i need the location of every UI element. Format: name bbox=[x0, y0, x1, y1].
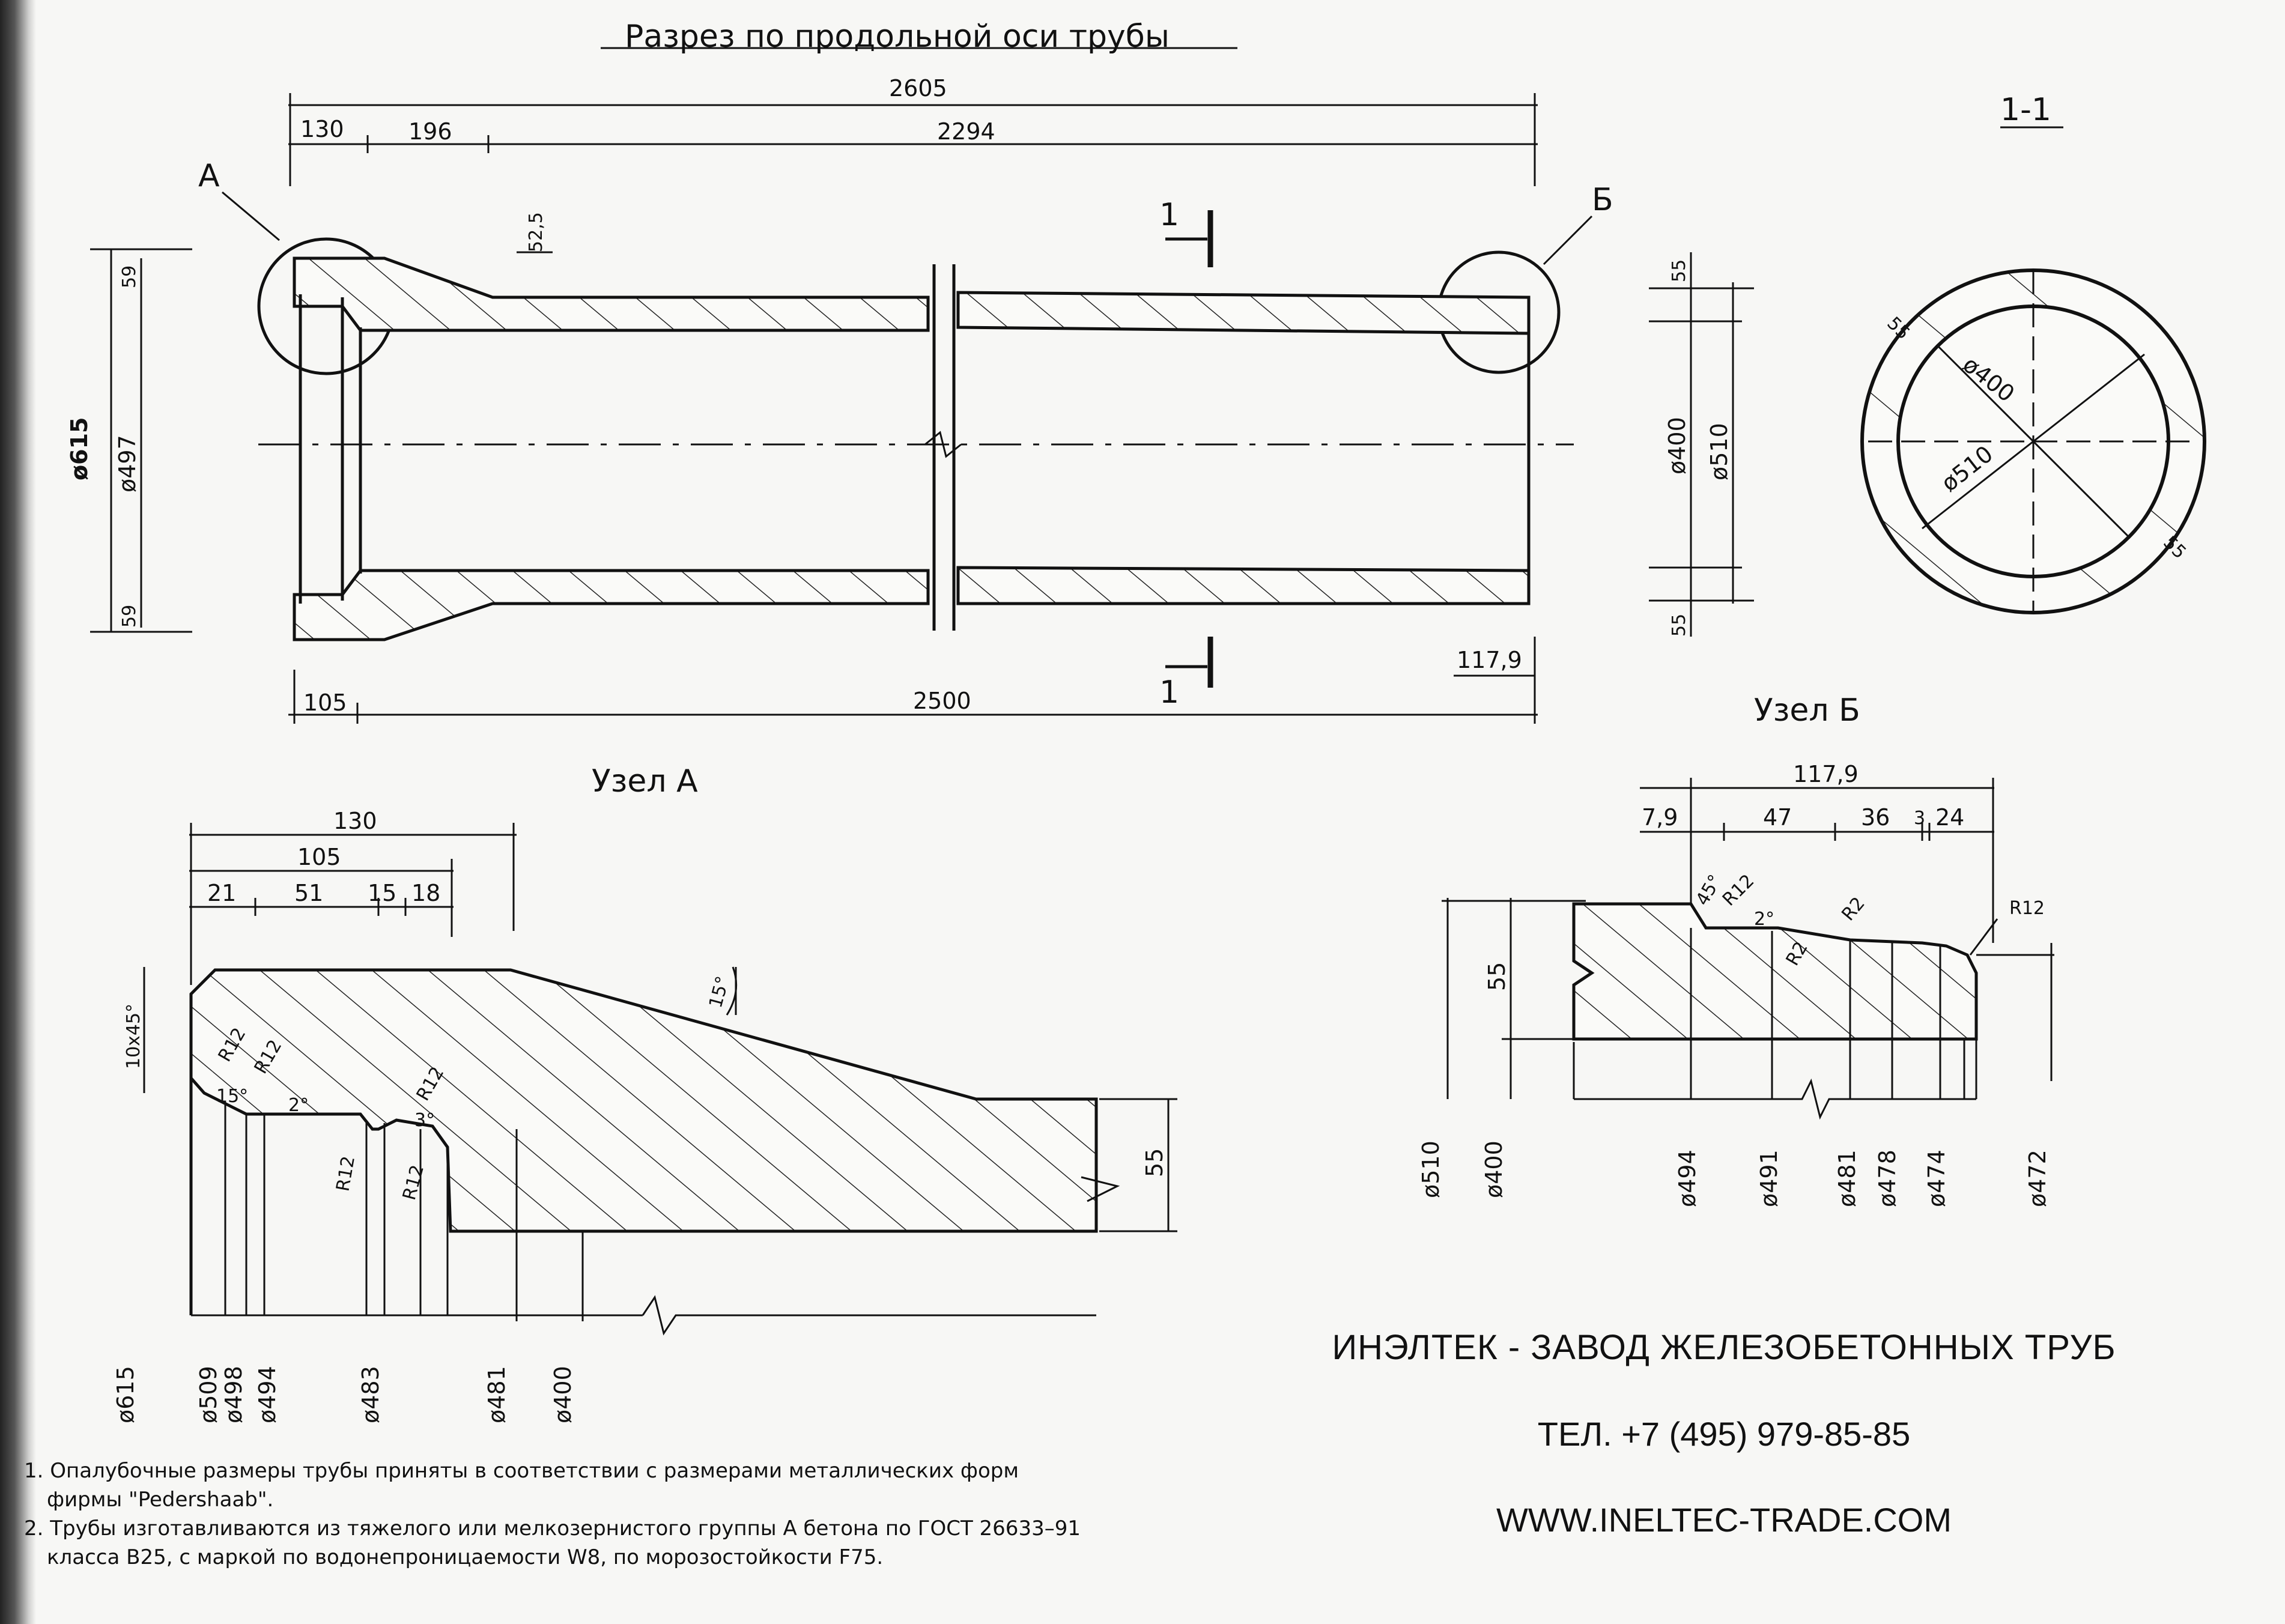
node-a-d481: ø481 bbox=[484, 1366, 510, 1423]
dim-chamfer: 10x45° bbox=[123, 1004, 144, 1069]
dim-55-right-top: 55 bbox=[1669, 259, 1690, 282]
radius-b12b: R12 bbox=[2009, 898, 2045, 919]
company-name: ИНЭЛТЕК - ЗАВОД ЖЕЛЕЗОБЕТОННЫХ ТРУБ bbox=[1332, 1328, 2116, 1367]
lower-wall-left bbox=[293, 569, 930, 641]
upper-wall-right bbox=[956, 291, 1531, 335]
dim-2605: 2605 bbox=[889, 75, 947, 102]
angle-a15: 15° bbox=[216, 1086, 248, 1107]
node-b-concrete bbox=[1572, 902, 1978, 1041]
node-a-concrete bbox=[189, 968, 1098, 1233]
note-1-line-2: фирмы "Pedershaab". bbox=[47, 1488, 274, 1512]
dim-a18: 18 bbox=[411, 880, 440, 906]
radius-a4: R12 bbox=[332, 1154, 359, 1193]
node-b-d494: ø494 bbox=[1674, 1150, 1701, 1207]
node-a-title: Узел А bbox=[592, 763, 698, 799]
cut-label-top: 1 bbox=[1159, 197, 1179, 233]
angle-b45: 45° bbox=[1692, 871, 1726, 909]
dim-130: 130 bbox=[300, 116, 344, 142]
dim-d400-main: ø400 bbox=[1664, 417, 1690, 474]
dim-b3: 3 bbox=[1914, 808, 1925, 829]
dim-55-right-bot: 55 bbox=[1669, 614, 1690, 637]
leader-b12b bbox=[1969, 918, 1998, 956]
node-a-d483: ø483 bbox=[357, 1366, 384, 1423]
dim-b24: 24 bbox=[1935, 804, 1964, 831]
node-a-d400: ø400 bbox=[550, 1366, 576, 1423]
node-b-d478: ø478 bbox=[1874, 1150, 1901, 1207]
angle-a2: 2° bbox=[288, 1095, 309, 1116]
dim-b55: 55 bbox=[1484, 962, 1510, 991]
node-a-d498: ø498 bbox=[220, 1366, 247, 1423]
note-2-line-1: 2. Трубы изготавливаются из тяжелого или… bbox=[24, 1516, 1081, 1541]
callout-leader-a bbox=[222, 191, 280, 241]
dim-b47: 47 bbox=[1763, 804, 1792, 831]
node-b-d472: ø472 bbox=[2024, 1150, 2051, 1207]
dim-b1179: 117,9 bbox=[1793, 761, 1859, 787]
company-block: ИНЭЛТЕК - ЗАВОД ЖЕЛЕЗОБЕТОННЫХ ТРУБ ТЕЛ.… bbox=[1273, 1327, 2174, 1539]
dim-a130: 130 bbox=[333, 808, 377, 834]
note-1-line-1: 1. Опалубочные размеры трубы приняты в с… bbox=[24, 1459, 1019, 1483]
dim-b36: 36 bbox=[1861, 804, 1890, 831]
dim-2294: 2294 bbox=[937, 118, 995, 145]
dim-a15: 15 bbox=[368, 880, 396, 906]
radius-b2b: R2 bbox=[1837, 893, 1869, 925]
dim-a55: 55 bbox=[1141, 1148, 1168, 1177]
cut-label-bottom: 1 bbox=[1159, 674, 1179, 710]
node-b-detail: Узел Б 117,9 7,9 47 36 3 24 bbox=[1418, 692, 2054, 1207]
dim-105-main: 105 bbox=[303, 689, 347, 716]
node-a-d494: ø494 bbox=[254, 1366, 281, 1423]
note-2-line-2: класса В25, с маркой по водонепроницаемо… bbox=[47, 1545, 884, 1569]
dim-b79: 7,9 bbox=[1642, 804, 1678, 831]
angle-b2: 2° bbox=[1754, 909, 1774, 930]
dim-2500: 2500 bbox=[913, 688, 971, 714]
upper-wall-left bbox=[293, 256, 930, 332]
node-a-d615: ø615 bbox=[112, 1366, 139, 1423]
cross-section-1-1: 1-1 ø400 ø510 55 55 bbox=[1860, 92, 2206, 614]
callout-label-b: Б bbox=[1592, 182, 1613, 218]
dim-196: 196 bbox=[408, 118, 452, 145]
dim-d497: ø497 bbox=[114, 435, 141, 492]
scan-edge-shadow bbox=[0, 0, 36, 1624]
node-b-d400: ø400 bbox=[1481, 1141, 1507, 1198]
node-a-break bbox=[642, 1295, 1096, 1336]
node-a-d509: ø509 bbox=[195, 1366, 222, 1423]
diam-510-line bbox=[1922, 353, 2145, 530]
dim-a105: 105 bbox=[297, 844, 341, 870]
dim-d615: ø615 bbox=[66, 417, 93, 480]
angle-a3: 3° bbox=[414, 1110, 435, 1131]
section-1-1-title: 1-1 bbox=[2000, 92, 2051, 128]
dim-59-bot: 59 bbox=[119, 605, 140, 628]
dim-a51: 51 bbox=[294, 880, 323, 906]
dim-59-top: 59 bbox=[119, 265, 140, 288]
lower-wall-right bbox=[956, 566, 1531, 605]
node-b-d510: ø510 bbox=[1418, 1141, 1444, 1198]
dim-d510-main: ø510 bbox=[1706, 423, 1732, 480]
dim-525: 52,5 bbox=[526, 212, 547, 252]
node-a-detail: Узел А 130 105 21 51 15 18 bbox=[112, 763, 1177, 1423]
dim-1179-main: 117,9 bbox=[1457, 647, 1522, 673]
node-b-title: Узел Б bbox=[1754, 692, 1860, 729]
radius-b12a: R12 bbox=[1719, 870, 1758, 910]
notes-block: 1. Опалубочные размеры трубы приняты в с… bbox=[24, 1456, 1165, 1572]
node-b-d481: ø481 bbox=[1834, 1150, 1860, 1207]
angle-a15-top: 15° bbox=[705, 974, 734, 1010]
dim-a21: 21 bbox=[207, 880, 236, 906]
company-phone[interactable]: ТЕЛ. +7 (495) 979-85-85 bbox=[1537, 1415, 1911, 1453]
main-section: Разрез по продольной оси трубы 2605 130 … bbox=[66, 19, 1754, 724]
radius-a5: R12 bbox=[399, 1163, 428, 1202]
callout-leader-b bbox=[1543, 215, 1593, 265]
node-a-wall-break bbox=[1081, 1176, 1120, 1202]
node-b-d474: ø474 bbox=[1923, 1150, 1950, 1207]
main-section-title: Разрез по продольной оси трубы bbox=[625, 19, 1170, 55]
company-website[interactable]: WWW.INELTEC-TRADE.COM bbox=[1496, 1501, 1952, 1539]
node-b-d491: ø491 bbox=[1756, 1150, 1782, 1207]
callout-label-a: А bbox=[198, 158, 220, 194]
node-b-base-break bbox=[1574, 1078, 1976, 1120]
